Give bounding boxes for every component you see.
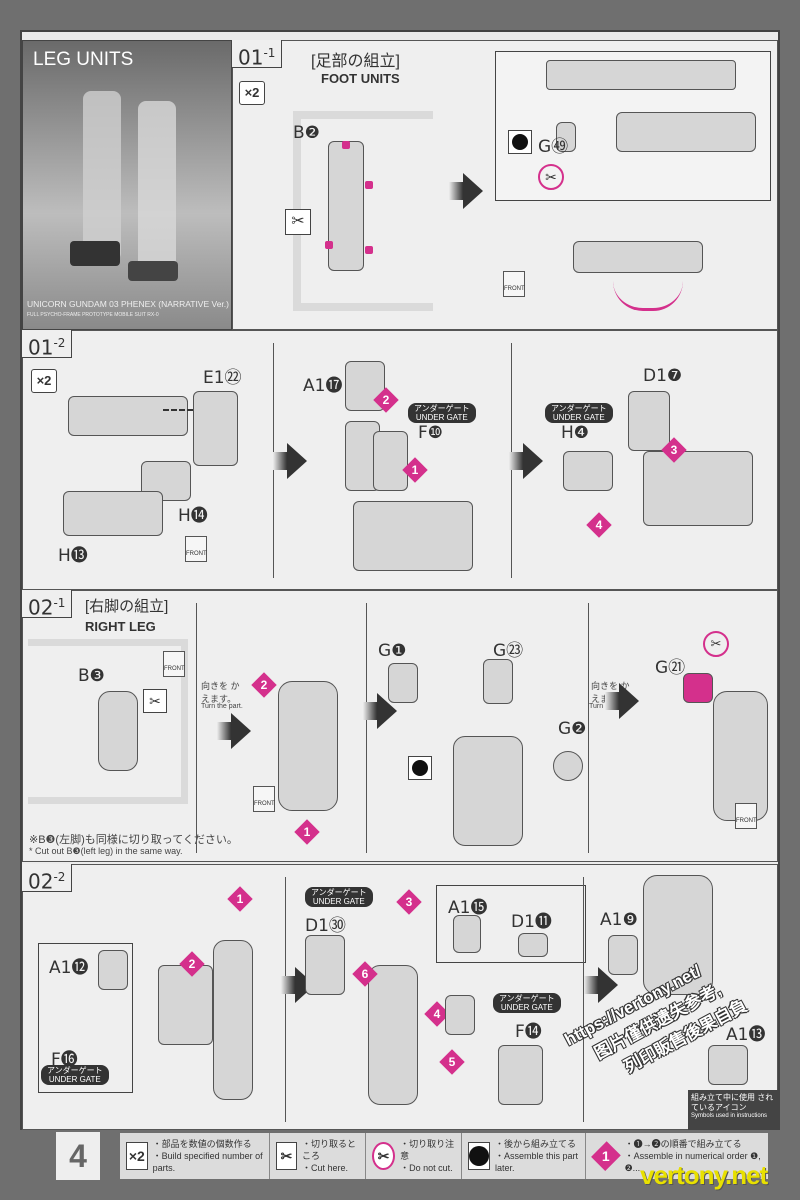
step-number: 01-1 [232, 40, 283, 70]
do-not-cut-icon: ✂ [538, 164, 564, 190]
assemble-later-icon [468, 1142, 490, 1170]
product-name: UNICORN GUNDAM 03 PHENEX (NARRATIVE Ver.… [27, 299, 229, 309]
next-arrow [509, 443, 543, 479]
legend-multiplier: ×2・部品を数値の個数作る・Build specified number of … [120, 1133, 270, 1179]
section-title: LEG UNITS [33, 49, 134, 70]
next-arrow [217, 713, 251, 749]
do-not-cut-icon: ✂ [703, 631, 729, 657]
assemble-later-icon [408, 756, 432, 780]
leg-illustration [70, 91, 188, 281]
part-label: H⓮ [178, 506, 208, 526]
step-title-jp: [足部の組立] [311, 53, 400, 70]
sub-detail-box [436, 885, 586, 963]
part-label: G❶ [378, 641, 407, 661]
next-arrow [449, 173, 483, 209]
multiplier-icon: ×2 [126, 1142, 148, 1170]
order-icon: 1 [591, 1141, 621, 1171]
watermark-site: vertony.net [640, 1160, 768, 1190]
step-title-en: RIGHT LEG [85, 619, 156, 634]
part-label: G㉓ [493, 641, 524, 661]
next-arrow [584, 967, 618, 1003]
turn-note-jp: 向きを かえます。 [201, 681, 240, 704]
product-subtitle: FULL PSYCHO-FRAME PROTOTYPE MOBILE SUIT … [27, 312, 159, 318]
step-title-jp: [右脚の組立] [85, 598, 169, 615]
part-label: A1⓱ [303, 376, 343, 396]
next-arrow [273, 443, 307, 479]
part-label: B❷ [293, 123, 320, 143]
part-label: D1❼ [643, 366, 683, 386]
cutter-icon: ✂ [143, 689, 167, 713]
multiplier-icon: ×2 [239, 81, 265, 105]
assemble-later-icon [508, 130, 532, 154]
step-number: 01-2 [22, 330, 73, 360]
front-indicator: FRONT [253, 786, 275, 812]
page-number: 4 [56, 1132, 100, 1180]
detail-box: G㊾ ✂ [495, 51, 771, 201]
legend-do-not-cut: ✂・切り取り注意・Do not cut. [366, 1133, 462, 1179]
part-label: G㊾ [538, 137, 569, 157]
front-indicator: FRONT [503, 271, 525, 297]
sub-detail-box [38, 943, 133, 1093]
do-not-cut-icon: ✂ [372, 1142, 396, 1170]
multiplier-icon: ×2 [31, 369, 57, 393]
front-indicator: FRONT [185, 536, 207, 562]
part-label: D1㉚ [305, 916, 346, 936]
next-arrow [605, 683, 639, 719]
part-label: G㉑ [655, 658, 686, 678]
part-label: E1㉒ [203, 368, 242, 388]
part-label: A1⓬ [49, 958, 89, 978]
front-indicator: FRONT [735, 803, 757, 829]
legend-assemble-later: ・後から組み立てる・Assemble this part later. [462, 1133, 586, 1179]
cutter-icon: ✂ [285, 209, 311, 235]
leg-units-hero: LEG UNITS UNICORN GUNDAM 03 PHENEX (NARR… [22, 40, 232, 330]
part-label: G❷ [558, 719, 587, 739]
runner-frame [28, 639, 188, 804]
step-title-en: FOOT UNITS [321, 71, 400, 86]
part-label: F⓮ [515, 1022, 542, 1042]
cutter-icon: ✂ [276, 1142, 297, 1170]
legend-cut: ✂・切り取るところ・Cut here. [270, 1133, 366, 1179]
symbol-legend: ×2・部品を数値の個数作る・Build specified number of … [120, 1133, 768, 1179]
note-en: * Cut out B❸(left leg) in the same way. [29, 846, 183, 856]
part-label: B❸ [78, 666, 105, 686]
part-label: A1⓭ [726, 1025, 766, 1045]
foot-part-runner [328, 141, 364, 271]
step-01-1-panel: 01-1 [足部の組立] FOOT UNITS ×2 B❷ ✂ FRONT G㊾… [232, 40, 778, 330]
turn-note-en: Turn the part. [201, 703, 243, 710]
step-02-1-panel: 02-1 [右脚の組立] RIGHT LEG B❸ FRONT ✂ ※B❸(左脚… [22, 590, 778, 862]
step-number: 02-1 [22, 590, 73, 620]
part-label: A1❾ [600, 910, 638, 930]
part-label: F❿ [418, 423, 444, 443]
front-indicator: FRONT [163, 651, 185, 677]
legend-order: 1・❶→❷の順番で組み立てる・Assemble in numerical ord… [586, 1133, 768, 1179]
symbols-used-box: 組み立て中に使用 されているアイコン Symbols used in instr… [688, 1090, 778, 1130]
step-number: 02-2 [22, 864, 73, 894]
part-label: D1⓫ [511, 912, 552, 932]
note-jp: ※B❸(左脚)も同様に切り取ってください。 [29, 834, 238, 846]
part-label: H❹ [561, 423, 590, 443]
part-label: H⓭ [58, 546, 88, 566]
part-label: A1⓯ [448, 898, 488, 918]
